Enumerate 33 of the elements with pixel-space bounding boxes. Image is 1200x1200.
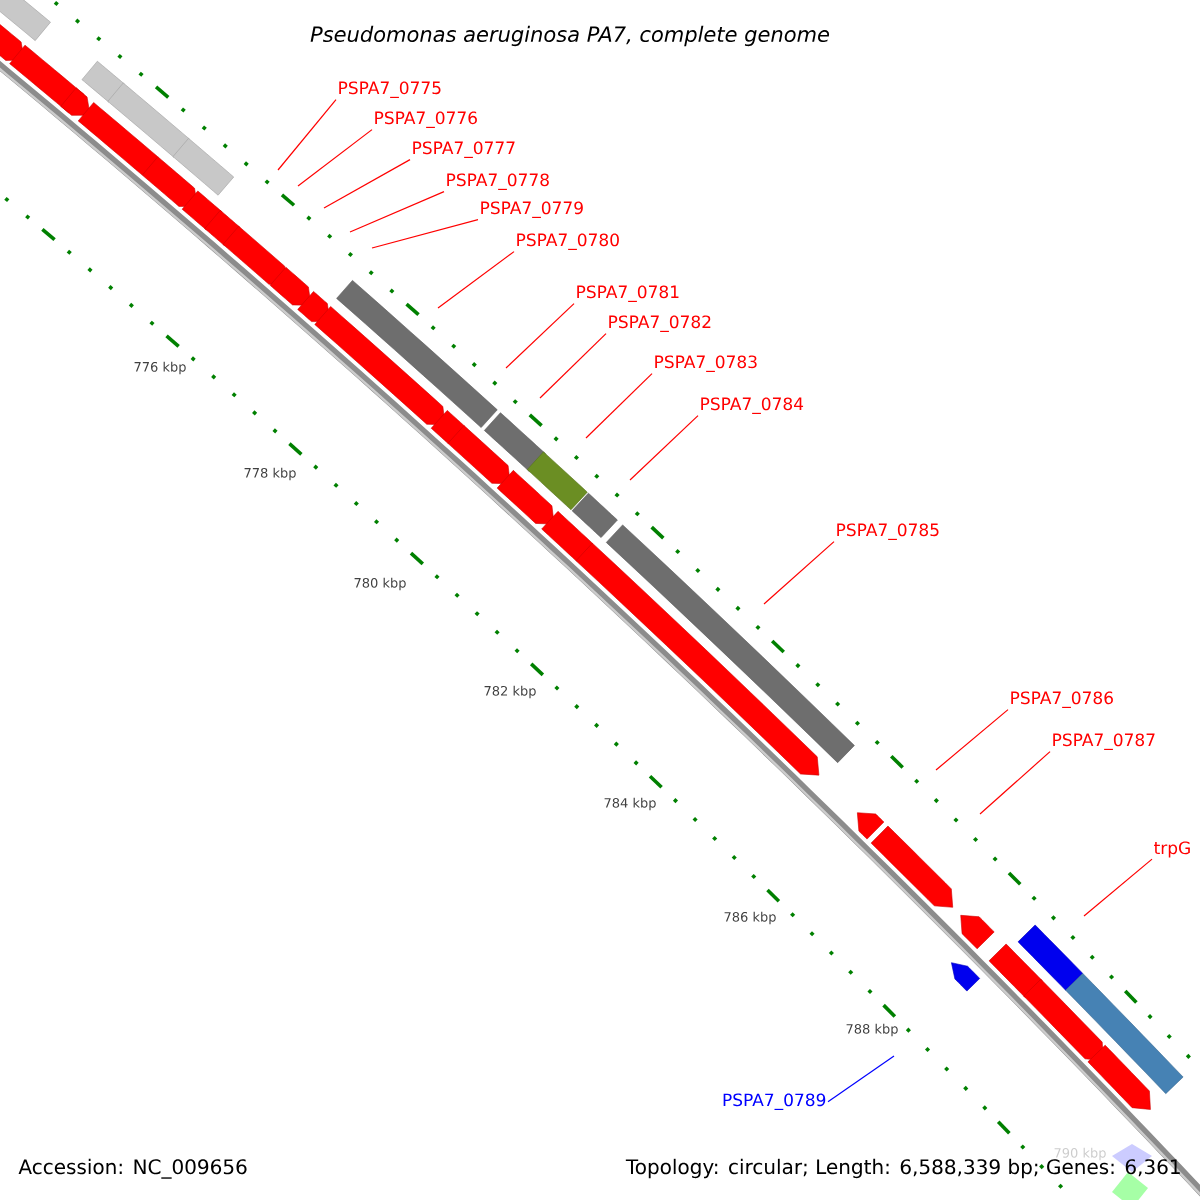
gene-label: PSPA7_0776: [375, 111, 477, 128]
gene-label: PSPA7_0784: [701, 397, 804, 414]
accession-text: Accession: NC_009656: [18, 1158, 247, 1179]
gene-label: trpG: [1154, 841, 1190, 858]
gene-label: PSPA7_0783: [655, 355, 757, 372]
leader-line: [629, 415, 699, 481]
leader-line: [585, 373, 653, 439]
leader-line: [505, 303, 575, 369]
gene-label: PSPA7_0781: [577, 285, 679, 302]
gene-label: PSPA7_0785: [837, 523, 939, 540]
leader-line: [539, 333, 607, 399]
leader-line: [437, 251, 515, 309]
leader-line: [763, 541, 835, 605]
title: Pseudomonas aeruginosa PA7, complete genome: [310, 25, 830, 47]
gene-label: PSPA7_0775: [339, 81, 441, 98]
gene-label: PSPA7_0789: [723, 1093, 826, 1111]
leader-line: [935, 709, 1009, 771]
gene-label: PSPA7_0787: [1053, 733, 1155, 751]
leader-line: [371, 219, 479, 249]
leader-line: [297, 129, 373, 187]
gene-label: PSPA7_0779: [481, 201, 583, 218]
leader-line: [277, 99, 337, 171]
gene-label: PSPA7_0777: [413, 141, 515, 158]
leader-line: [979, 751, 1051, 815]
leader-line: [827, 1055, 895, 1103]
genome-info-text: Topology: circular; Length: 6,588,339 bp; Genes: 6,361: [625, 1158, 1180, 1179]
leader-line: [1083, 858, 1153, 917]
gene-label: PSPA7_0778: [447, 173, 549, 190]
gene-label: PSPA7_0780: [517, 233, 619, 250]
gene-label: PSPA7_0786: [1011, 691, 1113, 709]
leader-line: [349, 191, 445, 233]
gene-label: PSPA7_0782: [609, 315, 711, 332]
leader-line: [323, 159, 411, 209]
